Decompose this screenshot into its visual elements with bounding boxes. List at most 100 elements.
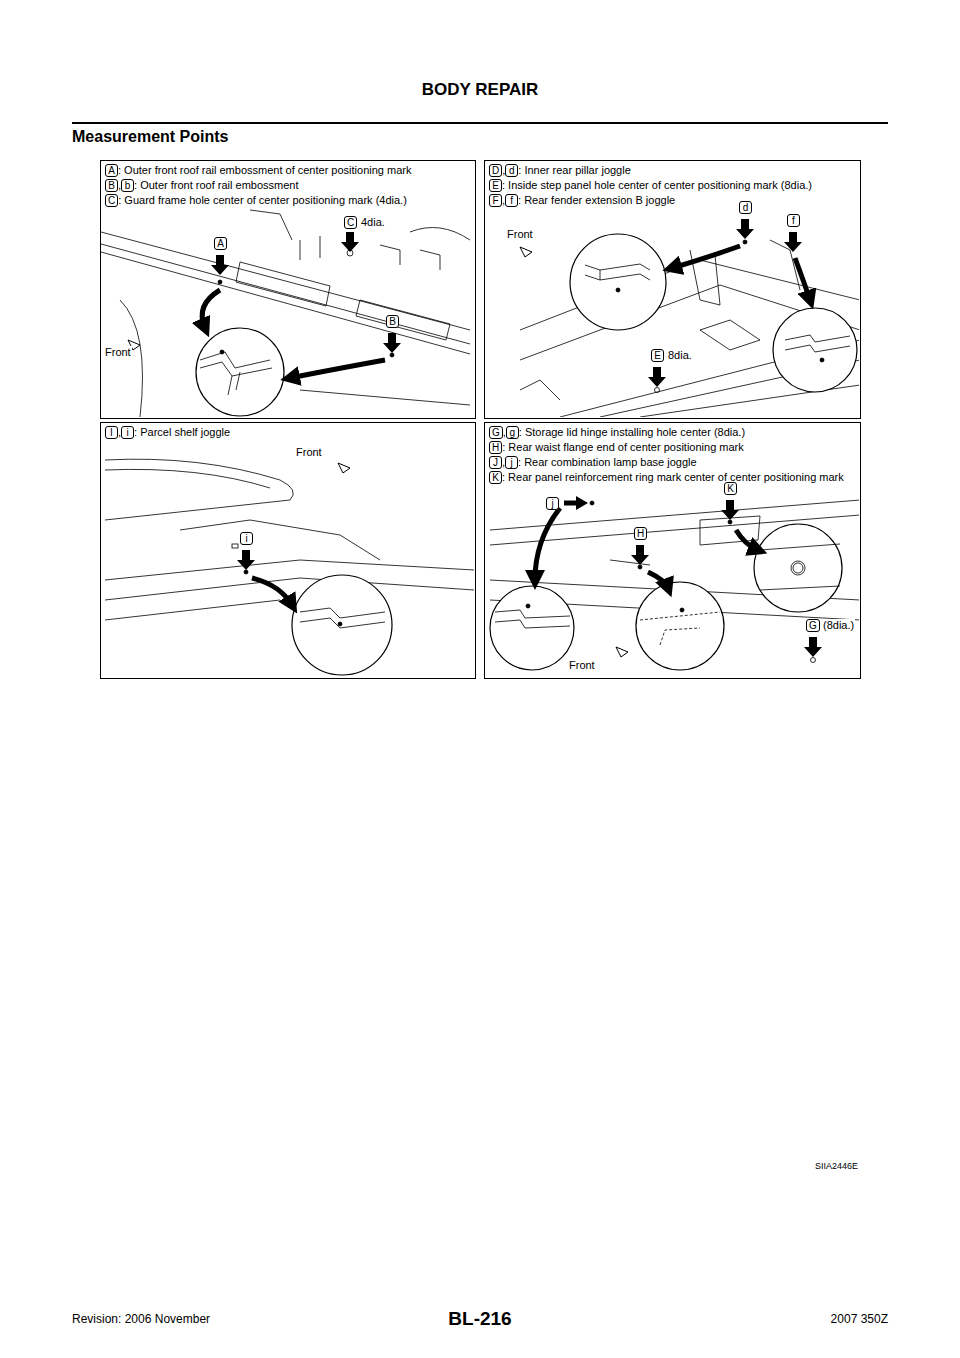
body-line — [180, 520, 380, 560]
ring-mark — [791, 561, 805, 575]
magnifier — [196, 328, 284, 416]
direction-label: Front — [104, 346, 132, 359]
callout-letter: A — [214, 237, 227, 250]
legend-line: I,i: Parcel shelf joggle — [105, 425, 471, 440]
panel-legend: D,d: Inner rear pillar joggleE: Inside s… — [485, 161, 860, 210]
legend-text: : Outer front roof rail embossment of ce… — [118, 164, 411, 176]
down-arrow — [211, 255, 229, 275]
front-arrow — [338, 463, 350, 473]
detail-line — [300, 608, 385, 628]
dimension: 8dia. — [667, 349, 693, 362]
callout-letter: E — [489, 179, 502, 192]
body-line — [105, 560, 474, 620]
callout-letter: I — [105, 426, 118, 439]
legend-text: : Parcel shelf joggle — [134, 426, 230, 438]
legend-line: J,j: Rear combination lamp base joggle — [489, 455, 856, 470]
body-line — [236, 262, 330, 306]
page-header: BODY REPAIR — [422, 80, 539, 100]
direction-label: Front — [568, 659, 596, 672]
callout-letter: f — [505, 194, 518, 207]
pointer-arrow — [290, 360, 385, 378]
legend-line: H: Rear waist flange end of center posit… — [489, 440, 856, 455]
detail-line — [760, 544, 840, 590]
legend-text: : Inside step panel hole center of cente… — [502, 179, 812, 191]
figure-code: SIIA2446E — [815, 1161, 858, 1171]
legend-text: : Rear combination lamp base joggle — [518, 456, 697, 468]
callout-letter: i — [240, 532, 253, 545]
body-line — [101, 232, 470, 330]
point-mark — [526, 604, 530, 608]
callout-letter: J — [489, 456, 502, 469]
roof-rail-drawing — [101, 210, 470, 417]
direction-label: Front — [506, 228, 534, 241]
legend-line: B,b: Outer front roof rail embossment — [105, 178, 471, 193]
point-mark — [590, 501, 594, 505]
dimension: 4dia. — [360, 216, 386, 229]
legend-line: E: Inside step panel hole center of cent… — [489, 178, 856, 193]
section-title: Measurement Points — [72, 128, 228, 146]
panel-legend: I,i: Parcel shelf joggle — [101, 423, 475, 442]
legend-line: A: Outer front roof rail embossment of c… — [105, 163, 471, 178]
pointer-arrow — [252, 578, 292, 605]
callout-letter: i — [121, 426, 134, 439]
callout-letter: A — [105, 164, 118, 177]
point-mark — [820, 358, 824, 362]
body-line — [105, 469, 270, 488]
panel-legend: G,g: Storage lid hinge installing hole c… — [485, 423, 860, 487]
pointer-arrow — [535, 508, 560, 580]
pointer-arrow — [648, 572, 668, 588]
body-line — [105, 459, 293, 520]
point-mark — [220, 350, 224, 354]
pointer-arrow — [202, 290, 220, 328]
callout-letter: F — [489, 194, 502, 207]
revision-note: Revision: 2006 November — [72, 1312, 210, 1326]
rear-panel-drawing — [490, 500, 859, 670]
hole-mark — [655, 388, 660, 393]
point-mark — [390, 353, 394, 357]
legend-text: : Inner rear pillar joggle — [518, 164, 631, 176]
body-line — [690, 240, 800, 305]
callout-letter: d — [739, 201, 752, 214]
magnifier — [292, 575, 392, 675]
legend-text: : Rear fender extension B joggle — [518, 194, 675, 206]
parcel-shelf-drawing — [105, 459, 474, 675]
direction-label: Front — [295, 446, 323, 459]
down-arrow — [736, 219, 754, 239]
right-arrow — [576, 496, 588, 510]
callout-letter: D — [489, 164, 502, 177]
legend-line: G,g: Storage lid hinge installing hole c… — [489, 425, 856, 440]
point-mark — [728, 520, 732, 524]
callout-letter: G — [489, 426, 503, 439]
magnifier — [773, 308, 857, 392]
body-line — [101, 244, 470, 344]
measurement-panel: G,g: Storage lid hinge installing hole c… — [484, 422, 861, 679]
point-mark — [680, 608, 684, 612]
legend-text: : Rear panel reinforcement ring mark cen… — [502, 471, 844, 483]
legend-text: : Storage lid hinge installing hole cent… — [519, 426, 745, 438]
callout-letter: G — [806, 619, 820, 632]
point-mark — [338, 622, 342, 626]
detail-line — [585, 264, 650, 280]
callout-letter: j — [546, 497, 559, 510]
down-arrow — [648, 367, 666, 387]
down-arrow — [804, 637, 822, 657]
point-mark — [743, 240, 747, 244]
legend-line: D,d: Inner rear pillar joggle — [489, 163, 856, 178]
callout-letter: C — [105, 194, 118, 207]
legend-text: : Rear waist flange end of center positi… — [502, 441, 744, 453]
detail-line — [495, 610, 570, 628]
page-number: BL-216 — [448, 1308, 511, 1330]
callout-letter: K — [489, 471, 502, 484]
dimension: (8dia.) — [822, 619, 855, 632]
magnifier — [636, 582, 724, 670]
legend-text: : Outer front roof rail embossment — [134, 179, 298, 191]
point-mark — [218, 280, 222, 284]
body-line — [250, 210, 470, 240]
callout-letter: H — [489, 441, 502, 454]
callout-letter: B — [105, 179, 118, 192]
body-line — [520, 320, 760, 400]
front-arrow — [520, 247, 532, 257]
down-arrow — [237, 550, 255, 570]
pointer-arrow — [672, 246, 740, 268]
callout-letter: H — [634, 527, 647, 540]
